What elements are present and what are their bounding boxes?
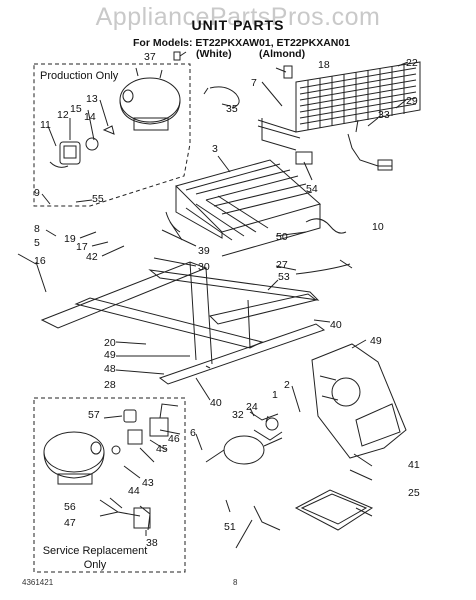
callout-17: 17 <box>76 241 88 253</box>
compressor-service <box>43 431 105 485</box>
callout-20: 20 <box>104 337 116 349</box>
production-only-box <box>33 63 191 207</box>
callout-9: 9 <box>34 187 40 199</box>
callout-25: 25 <box>408 487 420 499</box>
screw-18 <box>283 65 293 79</box>
callout-6: 6 <box>190 427 196 439</box>
screw-37 <box>173 51 181 61</box>
callout-12: 12 <box>57 109 69 121</box>
callout-47: 47 <box>64 517 76 529</box>
callout-53: 53 <box>278 271 290 283</box>
machine-compartment-frame <box>40 261 326 385</box>
callout-13: 13 <box>86 93 98 105</box>
callout-40-right: 40 <box>330 319 342 331</box>
model-numbers: For Models: ET22PKXAW01, ET22PKXAN01 <box>133 37 351 49</box>
wire-harness <box>203 86 240 109</box>
relay-parts-production <box>49 125 115 168</box>
footer-code: 4361421 <box>22 578 54 587</box>
callout-33: 33 <box>378 109 390 121</box>
callout-7: 7 <box>251 77 257 89</box>
service-replacement-box <box>33 397 186 573</box>
callout-48: 48 <box>104 363 116 375</box>
callout-30: 30 <box>198 261 210 273</box>
callout-57: 57 <box>88 409 100 421</box>
callout-37: 37 <box>144 51 156 63</box>
drain-tube <box>253 505 281 531</box>
page-title: UNIT PARTS <box>191 17 285 33</box>
callout-10: 10 <box>372 221 384 233</box>
callout-55: 55 <box>92 193 104 205</box>
service-label-line2: Only <box>83 559 107 571</box>
drain-pan <box>294 489 374 531</box>
callout-49-left: 49 <box>104 349 116 361</box>
compressor-production <box>119 67 181 131</box>
condenser-fan-motor <box>205 411 283 465</box>
callout-labels: 37 18 22 35 7 29 33 13 15 14 12 11 3 54 … <box>34 51 420 549</box>
callout-28: 28 <box>104 379 116 391</box>
variant-almond: (Almond) <box>259 48 306 60</box>
page-number: 8 <box>233 578 238 587</box>
watermark: AppliancePartsPros.com <box>95 3 381 31</box>
callout-32: 32 <box>232 409 244 421</box>
callout-8: 8 <box>34 223 40 235</box>
tube-27 <box>295 259 353 275</box>
callout-49-right: 49 <box>370 335 382 347</box>
callout-35: 35 <box>226 103 238 115</box>
production-only-label: Production Only <box>40 70 119 82</box>
callout-27: 27 <box>276 259 288 271</box>
callout-44: 44 <box>128 485 140 497</box>
callout-22: 22 <box>406 57 418 69</box>
callout-29: 29 <box>406 95 418 107</box>
callout-16: 16 <box>34 255 46 267</box>
callout-43: 43 <box>142 477 154 489</box>
evaporator-coil <box>165 159 322 257</box>
callout-15: 15 <box>70 103 82 115</box>
drier-and-tube <box>295 119 393 171</box>
callout-54: 54 <box>306 183 318 195</box>
callout-5: 5 <box>34 237 40 249</box>
callout-50: 50 <box>276 231 288 243</box>
callout-39: 39 <box>198 245 210 257</box>
service-replacement-label: Service Replacement Only <box>38 544 152 572</box>
callout-45: 45 <box>156 443 168 455</box>
callout-51: 51 <box>224 521 236 533</box>
service-label-line1: Service Replacement <box>42 545 148 557</box>
callout-56: 56 <box>64 501 76 513</box>
callout-42: 42 <box>86 251 98 263</box>
callout-14: 14 <box>84 111 96 123</box>
callout-38: 38 <box>146 537 158 549</box>
cap-tube <box>305 218 347 234</box>
callout-19: 19 <box>64 233 76 245</box>
callout-40-lower: 40 <box>210 397 222 409</box>
callout-1: 1 <box>272 389 278 401</box>
callout-18: 18 <box>318 59 330 71</box>
relay-parts-service <box>99 403 179 531</box>
callout-24: 24 <box>246 401 258 413</box>
callout-46: 46 <box>168 433 180 445</box>
callout-2: 2 <box>284 379 290 391</box>
variant-white: (White) <box>196 48 232 60</box>
callout-41: 41 <box>408 459 420 471</box>
fan-bracket <box>311 343 407 459</box>
callout-11: 11 <box>40 119 51 131</box>
callout-3: 3 <box>212 143 218 155</box>
condenser-coil <box>257 61 421 151</box>
